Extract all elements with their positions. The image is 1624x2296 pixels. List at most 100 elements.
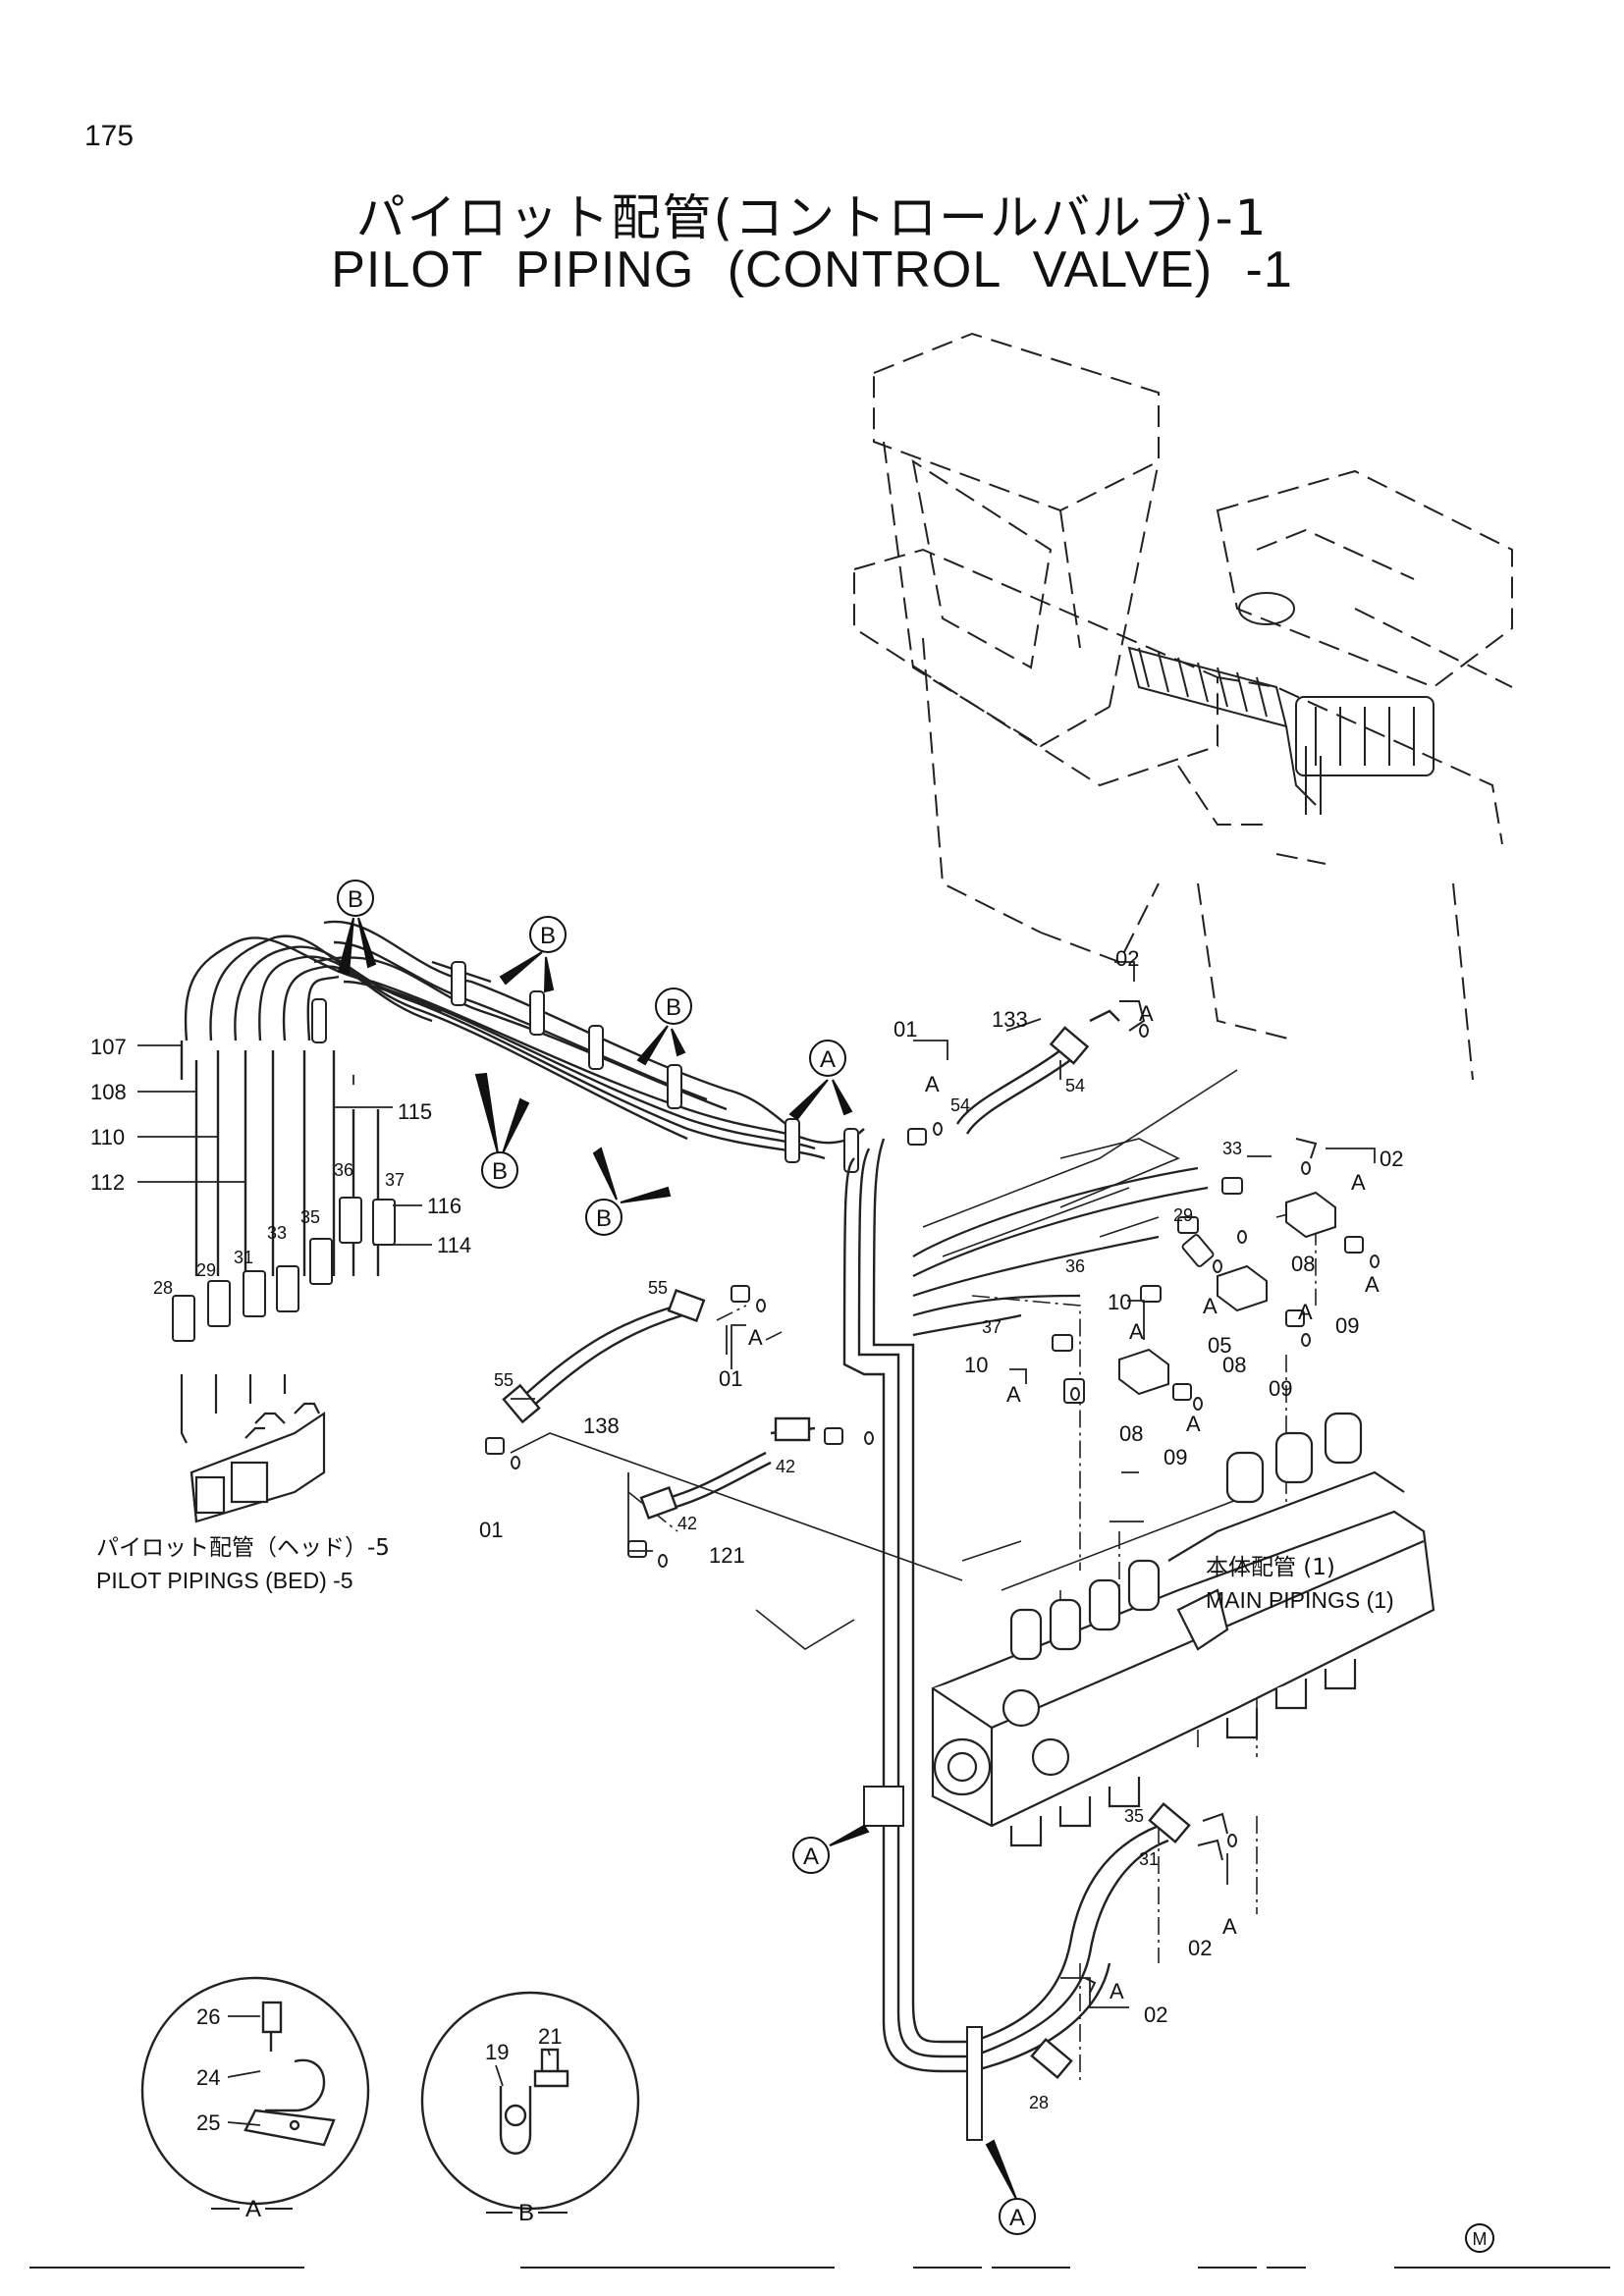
part-label-29: 29 — [196, 1260, 216, 1280]
mark-a-3: A — [1351, 1170, 1366, 1195]
part-label-112: 112 — [90, 1170, 125, 1195]
page-number: 175 — [84, 120, 135, 152]
svg-text:A: A — [1009, 2205, 1025, 2231]
vertical-pipes — [842, 1138, 972, 2073]
part-label-09-c: 09 — [1164, 1445, 1187, 1469]
part-label-36-right: 36 — [1065, 1256, 1085, 1276]
valve-feed-lines — [912, 1166, 1209, 1337]
part-label-02-lower: 02 — [1188, 1936, 1212, 1960]
part-label-01-left: 01 — [479, 1518, 503, 1542]
part-label-28: 28 — [153, 1278, 173, 1298]
part-label-08-c: 08 — [1119, 1421, 1143, 1446]
detail-view-a — [140, 1976, 370, 2206]
part-label-33: 33 — [267, 1223, 287, 1243]
detail-caption-dashes — [211, 2208, 568, 2214]
part-label-42-a: 42 — [776, 1457, 795, 1476]
mark-a-10: A — [748, 1325, 763, 1350]
part-label-54-a: 54 — [1065, 1076, 1085, 1095]
svg-text:B: B — [596, 1205, 612, 1232]
part-label-10-b: 10 — [964, 1353, 988, 1377]
ref-bed-japanese: パイロット配管（ヘッド）-5 — [96, 1535, 390, 1561]
part-label-110: 110 — [90, 1125, 125, 1149]
part-label-29-right: 29 — [1173, 1205, 1193, 1225]
part-label-08-b: 08 — [1222, 1353, 1246, 1377]
callout-b-5: B — [585, 1199, 623, 1236]
mark-a-1: A — [1139, 1001, 1154, 1026]
svg-text:B: B — [492, 1158, 508, 1185]
detail-view-b — [420, 1991, 640, 2211]
ref-bed-english: PILOT PIPINGS (BED) -5 — [96, 1568, 353, 1593]
part-label-55-a: 55 — [648, 1278, 668, 1298]
hose-121 — [639, 1416, 816, 1521]
fittings-adapters — [485, 1000, 1380, 1994]
part-label-26: 26 — [196, 2004, 220, 2029]
mark-a-7: A — [1129, 1319, 1144, 1344]
part-number-labels: 107 108 110 112 115 116 114 28 29 31 33 … — [90, 946, 1403, 2135]
mark-a-8: A — [1006, 1382, 1021, 1407]
reference-labels: パイロット配管（ヘッド）-5 PILOT PIPINGS (BED) -5 本体… — [96, 1535, 1394, 1613]
pilot-hose-bundle — [180, 920, 865, 1276]
machine-detail-solid — [1127, 592, 1435, 815]
mark-a-5: A — [1298, 1300, 1313, 1324]
part-label-35-lower: 35 — [1124, 1806, 1144, 1826]
part-label-25: 25 — [196, 2110, 220, 2135]
part-label-05: 05 — [1208, 1333, 1231, 1358]
control-valve — [931, 1412, 1435, 1847]
ref-main-japanese: 本体配管 (1) — [1206, 1555, 1335, 1580]
lower-hoses — [971, 1801, 1191, 2080]
svg-text:A: A — [820, 1046, 836, 1073]
part-label-114: 114 — [437, 1233, 471, 1257]
callout-b-1: B — [337, 880, 374, 917]
part-label-36: 36 — [334, 1160, 353, 1180]
mark-a-2: A — [925, 1072, 940, 1096]
part-label-121: 121 — [709, 1543, 745, 1568]
part-label-02-bottom: 02 — [1144, 2002, 1167, 2027]
svg-text:B: B — [540, 923, 556, 949]
ref-main-english: MAIN PIPINGS (1) — [1206, 1587, 1394, 1613]
left-fittings — [172, 1197, 396, 1342]
part-label-54-b: 54 — [950, 1095, 970, 1115]
hose-133 — [955, 1009, 1120, 1135]
mark-a-9: A — [1186, 1412, 1201, 1436]
circled-callouts: B B B B B A A A — [337, 880, 1494, 2253]
part-label-01-top: 01 — [893, 1017, 917, 1041]
page-title-japanese: パイロット配管(コントロールバルブ)-1 — [355, 189, 1269, 246]
mark-a-4: A — [1365, 1272, 1380, 1297]
mark-a-12: A — [1110, 1979, 1124, 2003]
part-leaders — [137, 961, 1376, 2008]
part-label-116: 116 — [427, 1194, 461, 1218]
svg-text:B: B — [666, 994, 681, 1021]
part-label-24: 24 — [196, 2065, 220, 2090]
part-label-01-mid: 01 — [719, 1366, 742, 1391]
callout-a-2: A — [792, 1837, 830, 1874]
part-label-10-a: 10 — [1108, 1290, 1131, 1314]
callout-b-4: B — [481, 1151, 518, 1189]
detail-caption-b: B — [518, 2200, 534, 2226]
part-label-31: 31 — [234, 1248, 253, 1267]
svg-text:A: A — [803, 1843, 819, 1870]
part-label-42-b: 42 — [677, 1514, 697, 1533]
page-title-english: PILOT PIPING (CONTROL VALVE) -1 — [331, 241, 1293, 298]
part-label-02-top: 02 — [1115, 946, 1139, 971]
lower-bracket — [863, 1786, 983, 2141]
part-label-33-right: 33 — [1222, 1139, 1242, 1158]
detail-caption-a: A — [245, 2196, 261, 2222]
part-label-19: 19 — [485, 2040, 509, 2064]
mark-a-6: A — [1203, 1294, 1218, 1318]
part-label-55-b: 55 — [494, 1370, 514, 1390]
assembly-leaders — [510, 1069, 1258, 1650]
callout-a-3: A — [999, 2198, 1036, 2235]
mark-a-11: A — [1222, 1914, 1237, 1939]
part-label-31-lower: 31 — [1139, 1849, 1159, 1869]
part-label-21: 21 — [538, 2024, 562, 2049]
svg-text:B: B — [348, 886, 363, 913]
detail-captions: A B — [245, 2196, 534, 2226]
hose-138 — [502, 1288, 706, 1424]
mark-a-labels: A A A A A A A A A A A A — [748, 1001, 1380, 2003]
part-label-02-right: 02 — [1380, 1147, 1403, 1171]
svg-text:M: M — [1473, 2229, 1488, 2249]
callout-b-3: B — [655, 988, 692, 1025]
part-label-09-b: 09 — [1269, 1376, 1292, 1401]
part-label-37: 37 — [385, 1170, 405, 1190]
